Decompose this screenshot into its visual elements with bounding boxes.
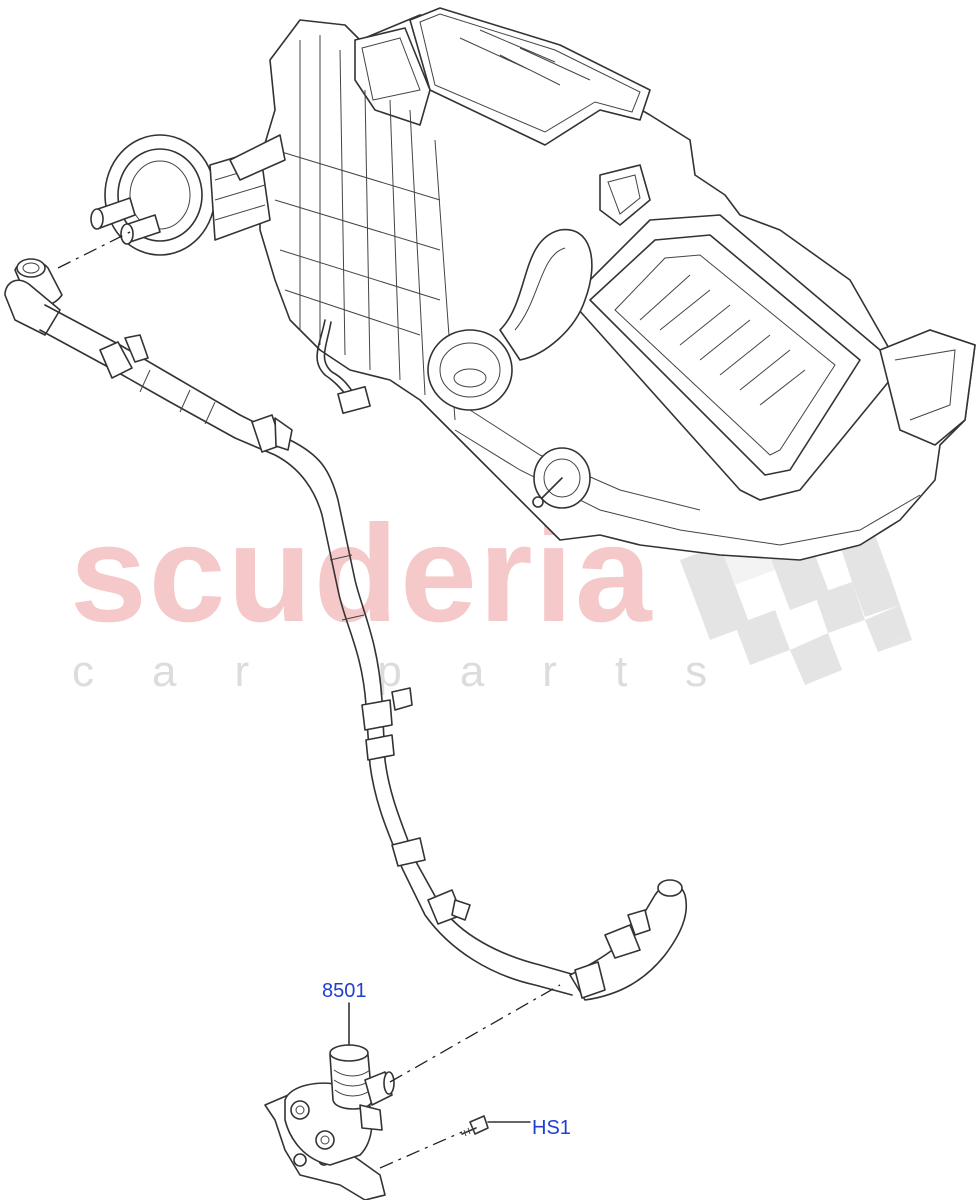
leader-lines [57,231,561,1169]
hose-clamp [99,334,149,379]
callout-hs1[interactable]: HS1 [532,1117,571,1139]
hose-clamp [391,837,426,867]
fixing-screw-hs1 [461,1115,489,1137]
hose-clamp [604,909,651,959]
hose-clamp [251,414,293,453]
callout-8501[interactable]: 8501 [322,980,367,1002]
hose-clamp [574,961,606,999]
hose-clamp [427,889,471,925]
heater-unit-assembly [90,7,976,561]
hose-clamp [361,687,413,761]
watermark-tagline: car parts [72,647,766,696]
coolant-hose [4,258,688,1001]
auxiliary-water-pump [264,1044,395,1200]
